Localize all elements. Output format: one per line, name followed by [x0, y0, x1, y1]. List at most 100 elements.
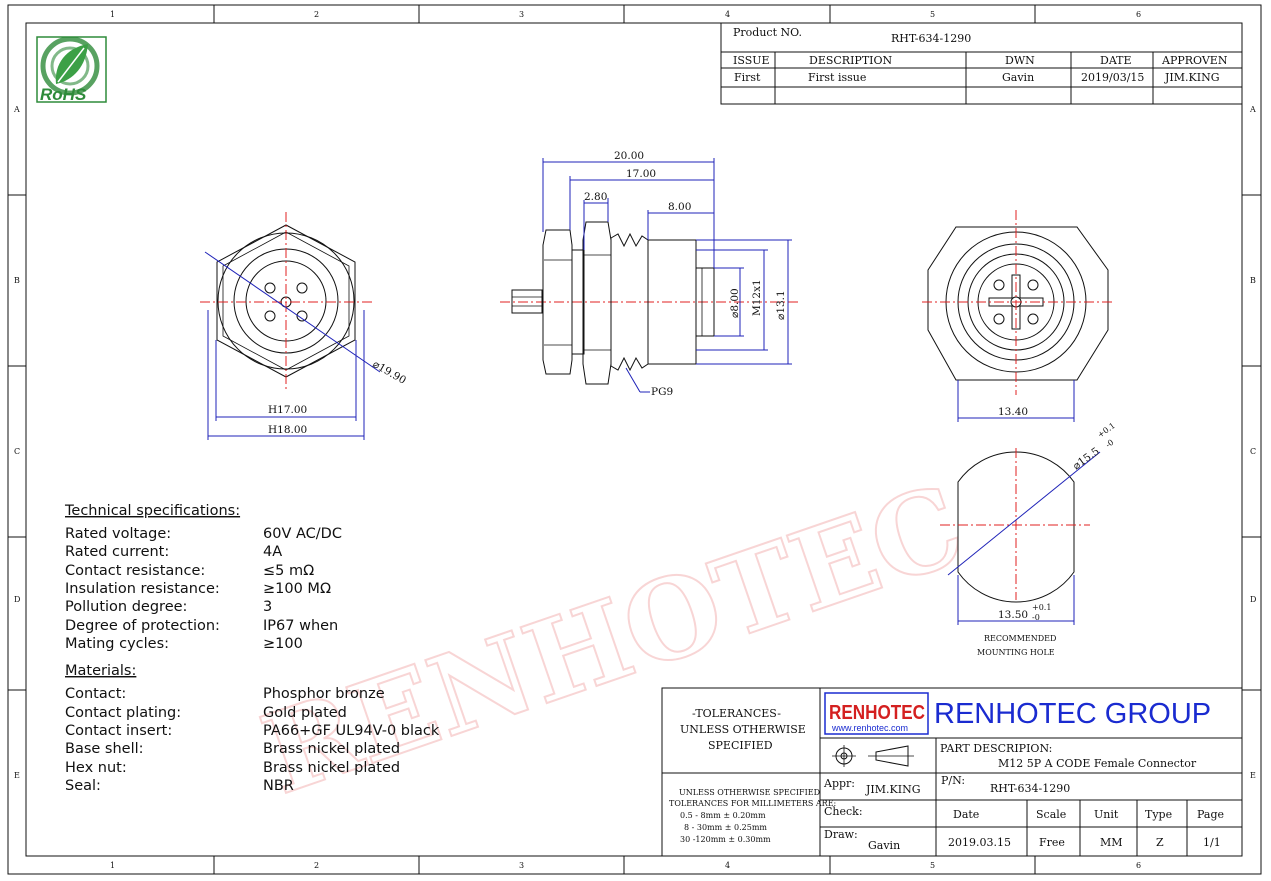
- spec-label: Rated voltage:: [65, 526, 171, 542]
- col-label: 4: [725, 861, 730, 870]
- hole-width-tol-minus: -0: [1032, 613, 1040, 622]
- logo-url: www.renhotec.com: [831, 723, 908, 733]
- spec-value: ≥100: [263, 636, 303, 652]
- rear-view: 13.40: [922, 210, 1112, 422]
- spec-value: ≥100 MΩ: [263, 581, 331, 597]
- draw-label: Draw:: [824, 828, 858, 841]
- col-label: 2: [314, 10, 319, 19]
- material-value: Brass nickel plated: [263, 760, 400, 776]
- inner-frame: [25, 22, 1243, 857]
- row-label: E: [1250, 771, 1256, 780]
- rev-header: APPROVEN: [1161, 54, 1228, 67]
- material-value: Gold plated: [263, 705, 347, 721]
- renhotec-logo: RENHOTEC www.renhotec.com: [824, 692, 929, 735]
- row-label: A: [1249, 105, 1256, 114]
- spec-label: Rated current:: [65, 544, 169, 560]
- row-label: C: [1250, 447, 1256, 456]
- row-label: D: [14, 595, 20, 604]
- check-label: Check:: [824, 805, 863, 818]
- tolerance-text: -TOLERANCES-: [692, 707, 781, 720]
- spec-label: Insulation resistance:: [65, 581, 220, 597]
- front-diameter-label: ⌀19.90: [371, 358, 409, 387]
- appr-value: JIM.KING: [865, 783, 921, 796]
- tb-col-header: Date: [953, 808, 979, 821]
- len-17-label: 17.00: [626, 168, 656, 180]
- rev-header: ISSUE: [733, 54, 770, 67]
- tb-col-value: 1/1: [1203, 836, 1221, 849]
- tb-col-value: MM: [1100, 836, 1123, 849]
- logo-wordmark: RENHOTEC: [829, 702, 925, 724]
- tolerance-small: UNLESS OTHERWISE SPECIFIED: [679, 788, 820, 797]
- row-label: C: [14, 447, 20, 456]
- back-width-label: 13.40: [998, 406, 1028, 418]
- col-label: 2: [314, 861, 319, 870]
- projection-symbol-icon: [832, 745, 914, 767]
- thread-label: M12x1: [751, 279, 763, 316]
- tolerance-small: 0.5 - 8mm ± 0.20mm: [680, 811, 766, 820]
- rev-cell: JIM.KING: [1164, 71, 1220, 84]
- rohs-logo: RoHS: [36, 36, 107, 104]
- spec-label: Mating cycles:: [65, 636, 169, 652]
- rev-cell: First issue: [808, 71, 866, 84]
- pg9-label: PG9: [651, 386, 673, 398]
- materials-heading: Materials:: [65, 663, 136, 679]
- dia-131-label: ⌀13.1: [775, 290, 787, 320]
- tb-col-header: Page: [1197, 808, 1224, 821]
- tb-col-value: Z: [1156, 836, 1164, 849]
- product-no-label: Product NO.: [733, 26, 802, 39]
- hole-caption: RECOMMENDED: [984, 634, 1056, 643]
- spec-label: Contact resistance:: [65, 563, 205, 579]
- spec-label: Pollution degree:: [65, 599, 187, 615]
- spec-value: 60V AC/DC: [263, 526, 342, 542]
- material-label: Contact plating:: [65, 705, 181, 721]
- tolerance-small: 8 - 30mm ± 0.25mm: [684, 823, 767, 832]
- appr-label: Appr:: [823, 777, 855, 790]
- len-280-label: 2.80: [584, 191, 607, 203]
- len-20-label: 20.00: [614, 150, 644, 162]
- spec-value: 4A: [263, 544, 282, 560]
- outer-frame: [7, 4, 1262, 875]
- tb-col-header: Unit: [1094, 808, 1119, 821]
- material-label: Seal:: [65, 778, 101, 794]
- part-desc-label: PART DESCRIPION:: [940, 742, 1052, 755]
- tolerance-text: UNLESS OTHERWISE: [680, 723, 806, 736]
- company-name: RENHOTEC GROUP: [934, 698, 1211, 730]
- material-value: Phosphor bronze: [263, 686, 385, 702]
- material-value: PA66+GF UL94V-0 black: [263, 723, 440, 739]
- hex-h18-label: H18.00: [268, 424, 307, 436]
- hole-width-label: 13.50: [998, 609, 1028, 621]
- material-label: Hex nut:: [65, 760, 127, 776]
- tech-specs: Technical specifications: Rated voltage:…: [64, 503, 342, 652]
- col-label: 5: [930, 861, 935, 870]
- tb-col-header: Type: [1145, 808, 1172, 821]
- material-label: Contact insert:: [65, 723, 172, 739]
- materials: Materials: Contact: Phosphor bronze Cont…: [65, 663, 440, 794]
- hole-dia-tol-plus: +0.1: [1096, 421, 1117, 440]
- spec-value: ≤5 mΩ: [263, 563, 314, 579]
- row-label: E: [14, 771, 20, 780]
- rev-header: DESCRIPTION: [809, 54, 893, 67]
- row-label: A: [13, 105, 20, 114]
- spec-label: Degree of protection:: [65, 618, 220, 634]
- product-no: RHT-634-1290: [891, 32, 971, 45]
- frame-dividers: [8, 5, 1261, 874]
- spec-value: IP67 when: [263, 618, 338, 634]
- draw-value: Gavin: [868, 839, 900, 852]
- pn-label: P/N:: [941, 774, 965, 787]
- insert-cross: [988, 274, 1044, 330]
- col-label: 6: [1136, 10, 1141, 19]
- col-label: 4: [725, 10, 730, 19]
- col-label: 1: [110, 861, 115, 870]
- hole-caption: MOUNTING HOLE: [977, 648, 1055, 657]
- rev-cell: 2019/03/15: [1081, 71, 1144, 84]
- pn-value: RHT-634-1290: [990, 782, 1070, 795]
- title-block: -TOLERANCES- UNLESS OTHERWISE SPECIFIED …: [661, 687, 1243, 857]
- rev-cell: First: [734, 71, 761, 84]
- row-label: B: [1250, 276, 1256, 285]
- frame-labels: 1 2 3 4 5 6 1 2 3 4 5 6 A B C D E A B C …: [13, 10, 1256, 870]
- part-description: M12 5P A CODE Female Connector: [998, 757, 1197, 770]
- hole-dia-tol-minus: -0: [1104, 438, 1116, 450]
- hole-dia-label: ⌀15.5: [1071, 445, 1102, 472]
- mounting-hole-view: ⌀15.5 +0.1 -0 13.50 +0.1 -0 RECOMMENDED …: [940, 421, 1117, 657]
